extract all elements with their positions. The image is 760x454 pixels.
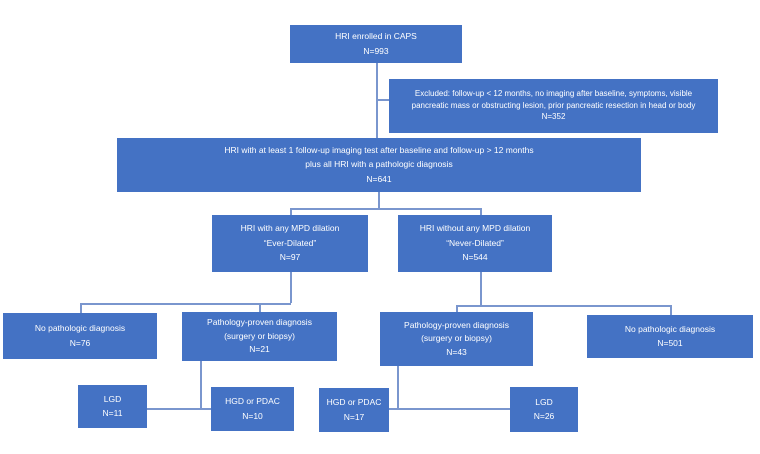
node-hgd-or-pdac-ever: HGD or PDAC N=10 — [211, 387, 294, 431]
node-text: Pathology-proven diagnosis — [207, 317, 312, 328]
node-text: Pathology-proven diagnosis — [404, 319, 509, 330]
connector-line — [378, 192, 380, 208]
connector-line — [80, 303, 82, 313]
connector-line — [259, 303, 261, 312]
node-count: N=641 — [366, 173, 392, 184]
connector-line — [376, 99, 389, 101]
connector-line — [456, 305, 458, 312]
node-count: N=544 — [462, 252, 488, 263]
node-count: N=993 — [363, 45, 389, 56]
node-count: N=10 — [242, 410, 263, 421]
node-text: “Never-Dilated” — [446, 237, 504, 248]
node-text: LGD — [535, 396, 553, 407]
node-hgd-or-pdac-never: HGD or PDAC N=17 — [319, 388, 389, 432]
node-hri-enrolled-in-caps: HRI enrolled in CAPS N=993 — [290, 25, 462, 63]
connector-line — [290, 208, 481, 210]
node-count: N=97 — [279, 252, 301, 263]
node-text: Excluded: follow-up < 12 months, no imag… — [414, 88, 693, 98]
node-text: (surgery or biopsy) — [224, 330, 295, 341]
connector-line — [456, 305, 670, 307]
node-count: N=17 — [343, 411, 365, 422]
node-count: N=26 — [533, 411, 555, 421]
connector-line — [290, 208, 292, 215]
node-pathology-proven-ever: Pathology-proven diagnosis (surgery or b… — [182, 312, 337, 361]
node-no-pathologic-diagnosis-ever: No pathologic diagnosis N=76 — [3, 313, 157, 359]
node-text: HGD or PDAC — [225, 396, 280, 407]
node-lgd-never: LGD N=26 — [510, 387, 578, 432]
node-count: N=76 — [69, 337, 91, 348]
connector-line — [397, 366, 399, 409]
node-text: “Ever-Dilated” — [263, 237, 317, 248]
node-text: HRI enrolled in CAPS — [335, 31, 417, 42]
node-hri-with-followup-imaging: HRI with at least 1 follow-up imaging te… — [117, 138, 641, 192]
node-text: plus all HRI with a pathologic diagnosis — [305, 159, 453, 170]
node-text: HRI with any MPD dilation — [240, 223, 340, 234]
connector-line — [670, 305, 672, 315]
node-never-dilated: HRI without any MPD dilation “Never-Dila… — [398, 215, 552, 272]
connector-line — [147, 408, 211, 410]
node-count: N=352 — [541, 112, 566, 122]
node-text: HGD or PDAC — [326, 397, 382, 408]
node-text: No pathologic diagnosis — [34, 323, 126, 334]
node-ever-dilated: HRI with any MPD dilation “Ever-Dilated”… — [212, 215, 368, 272]
connector-line — [389, 408, 510, 410]
node-count: N=43 — [446, 346, 467, 357]
node-lgd-ever: LGD N=11 — [78, 385, 147, 428]
connector-line — [376, 63, 378, 138]
node-text: pancreatic mass or obstructing lesion, p… — [411, 100, 696, 110]
node-pathology-proven-never: Pathology-proven diagnosis (surgery or b… — [380, 312, 533, 366]
node-count: N=21 — [249, 344, 270, 355]
node-text: HRI without any MPD dilation — [419, 223, 531, 234]
connector-line — [480, 208, 482, 215]
connector-line — [200, 361, 202, 409]
connector-line — [80, 303, 291, 305]
node-text: LGD — [103, 393, 122, 404]
node-count: N=11 — [102, 408, 123, 418]
node-count: N=501 — [657, 338, 683, 348]
node-no-pathologic-diagnosis-never: No pathologic diagnosis N=501 — [587, 315, 753, 358]
connector-line — [480, 272, 482, 305]
node-text: HRI with at least 1 follow-up imaging te… — [224, 144, 534, 155]
node-text: No pathologic diagnosis — [624, 323, 716, 334]
connector-line — [290, 272, 292, 303]
node-excluded: Excluded: follow-up < 12 months, no imag… — [389, 79, 718, 133]
node-text: (surgery or biopsy) — [421, 333, 492, 344]
